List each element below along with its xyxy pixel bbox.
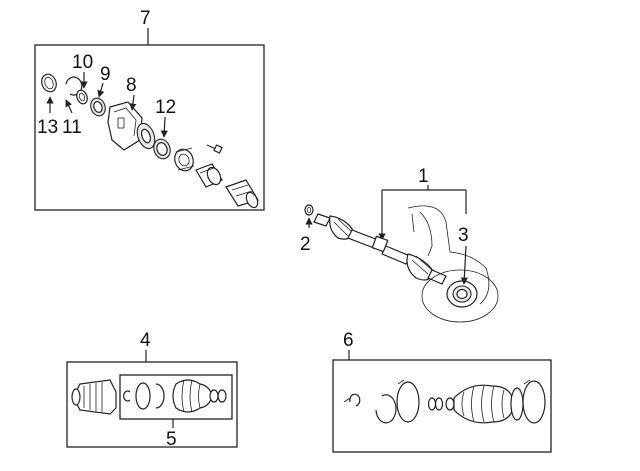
callout-4: 4 <box>140 330 151 351</box>
kit-7-box <box>34 44 265 211</box>
callout-11: 11 <box>62 117 82 138</box>
callout-1: 1 <box>418 166 429 187</box>
clip-c <box>123 390 131 402</box>
boot-clamp-large <box>510 379 546 424</box>
kit-4-group: 4 5 <box>66 330 238 450</box>
kit-4-box <box>66 361 238 448</box>
axle-assembly: 1 2 <box>300 166 499 323</box>
kit-7-group: 7 13 11 10 9 <box>34 8 265 211</box>
clip-6 <box>343 393 361 407</box>
snap-ring <box>155 383 165 409</box>
callout-6: 6 <box>343 330 354 351</box>
callout-2: 2 <box>300 234 311 255</box>
ring-10 <box>76 89 88 105</box>
kit-6-box <box>332 359 552 453</box>
boot-4 <box>172 379 219 413</box>
callout-5: 5 <box>166 429 177 450</box>
callout-13: 13 <box>37 117 58 138</box>
callout-7: 7 <box>140 8 151 29</box>
axle-shaft <box>313 213 447 285</box>
bolt <box>206 144 223 154</box>
small-clamps <box>427 397 444 411</box>
hub-rotor <box>421 269 499 323</box>
callout-10: 10 <box>72 52 93 73</box>
kit-5-box <box>119 374 233 420</box>
seal-9 <box>90 97 106 117</box>
snap-ring-6 <box>375 394 397 424</box>
boot-ring-large <box>135 382 151 410</box>
boot-clamp-small <box>217 389 227 403</box>
boot-ring-6 <box>396 379 420 423</box>
callout-12: 12 <box>155 97 176 118</box>
bearing-cage <box>174 147 195 172</box>
boot-6 <box>445 384 515 424</box>
callout-3: 3 <box>458 225 469 246</box>
tripod-housing <box>71 379 117 415</box>
kit-6-group: 6 <box>332 330 552 453</box>
inner-race <box>195 163 223 188</box>
housing-8 <box>107 101 156 151</box>
callout-8: 8 <box>126 75 137 96</box>
callout-9: 9 <box>100 64 111 85</box>
clamp-12 <box>153 138 171 160</box>
shaft-stub <box>225 179 259 209</box>
knuckle-outline <box>407 205 490 305</box>
ring-13 <box>41 73 57 93</box>
ring-2 <box>304 204 314 216</box>
